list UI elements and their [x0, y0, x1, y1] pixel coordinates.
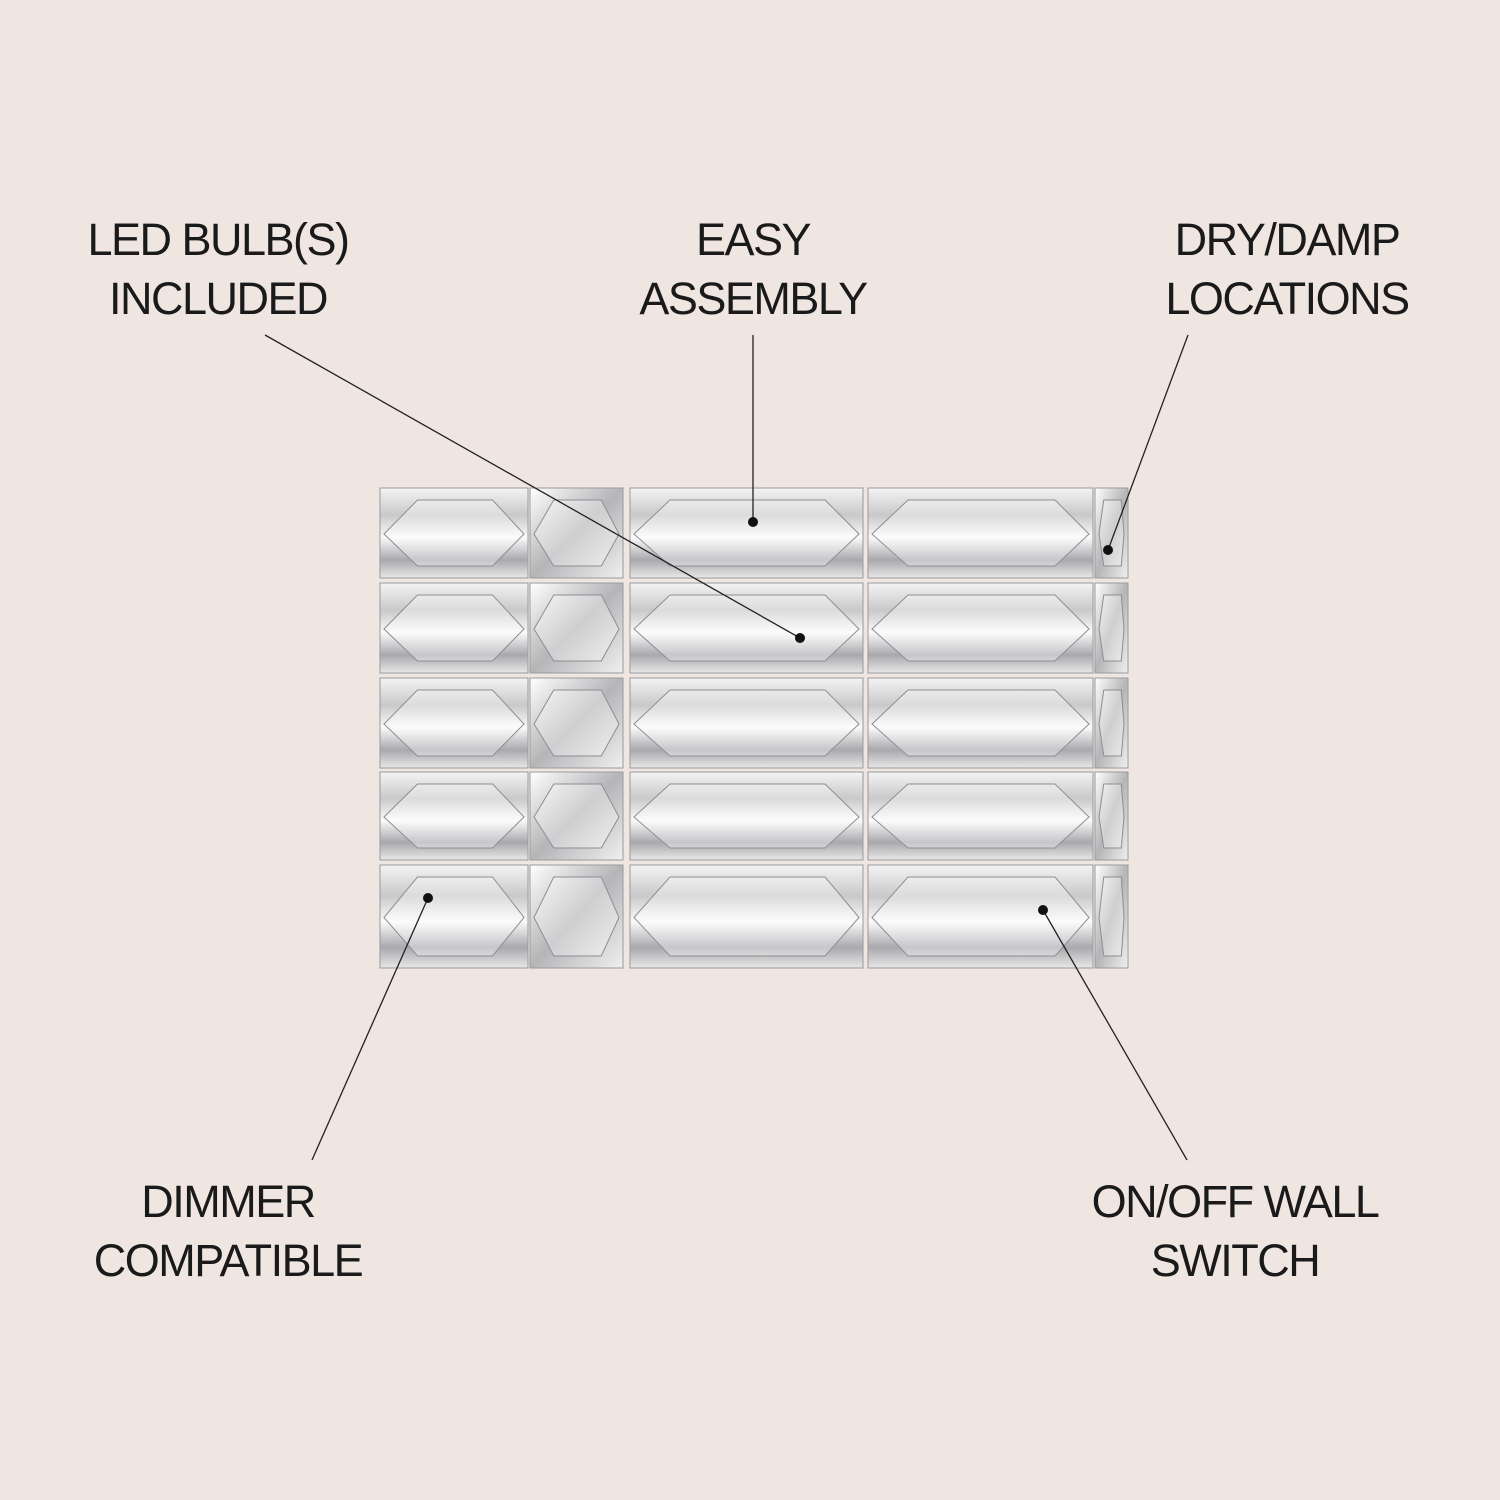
callout-line-led	[264, 334, 801, 639]
crystal-prism	[1094, 864, 1129, 969]
crystal-facet	[633, 499, 860, 567]
feature-wall-switch: ON/OFF WALL SWITCH	[1091, 1172, 1380, 1290]
feature-line: LED BULB(S)	[87, 214, 350, 265]
crystal-prism	[629, 864, 864, 969]
crystal-facet	[871, 783, 1090, 849]
crystal-facet	[1098, 499, 1125, 567]
crystal-sconce	[379, 487, 1129, 969]
callout-dot-switch	[1038, 905, 1048, 915]
feature-line: EASY	[695, 214, 812, 265]
crystal-facet	[1098, 594, 1125, 662]
crystal-prism	[529, 582, 624, 674]
crystal-prism	[379, 771, 529, 861]
crystal-prism	[1094, 487, 1129, 579]
crystal-facet	[871, 689, 1090, 757]
crystal-prism	[379, 677, 529, 769]
feature-line: COMPATIBLE	[93, 1235, 364, 1286]
crystal-facet	[533, 594, 620, 662]
feature-dry-damp: DRY/DAMP LOCATIONS	[1165, 210, 1410, 328]
callout-lines	[264, 334, 1189, 1161]
crystal-facet	[383, 594, 525, 662]
feature-easy-assembly: EASY ASSEMBLY	[639, 210, 868, 328]
crystal-prism	[529, 487, 624, 579]
crystal-prism	[629, 582, 864, 674]
crystal-prism	[529, 864, 624, 969]
feature-line: LOCATIONS	[1165, 273, 1410, 324]
callout-line-dimmer	[311, 897, 429, 1161]
crystal-facet	[633, 689, 860, 757]
crystal-facet	[383, 783, 525, 849]
crystal-facet	[871, 594, 1090, 662]
feature-dimmer: DIMMER COMPATIBLE	[93, 1172, 364, 1290]
crystal-facet	[533, 783, 620, 849]
callout-line-switch	[1042, 909, 1188, 1161]
callout-dot-led	[795, 633, 805, 643]
feature-line: DIMMER	[141, 1176, 316, 1227]
crystal-prism	[867, 864, 1094, 969]
crystal-facet	[383, 499, 525, 567]
feature-line: ASSEMBLY	[639, 273, 868, 324]
feature-line: INCLUDED	[108, 273, 329, 324]
crystal-facet	[1098, 876, 1125, 957]
crystal-facet	[533, 689, 620, 757]
crystal-facet	[633, 783, 860, 849]
crystal-prism	[1094, 771, 1129, 861]
feature-line: DRY/DAMP	[1174, 214, 1401, 265]
crystal-prism	[1094, 582, 1129, 674]
crystal-facet	[871, 499, 1090, 567]
feature-line: ON/OFF WALL	[1091, 1176, 1380, 1227]
crystal-prism	[1094, 677, 1129, 769]
crystal-prism	[629, 771, 864, 861]
callout-dot-assembly	[748, 517, 758, 527]
callout-dot-locations	[1103, 545, 1113, 555]
callout-line-locations	[1107, 334, 1189, 551]
crystal-facet	[633, 594, 860, 662]
crystal-prism	[379, 487, 529, 579]
crystal-facet	[1098, 689, 1125, 757]
crystal-facet	[383, 876, 525, 957]
crystal-prism	[529, 771, 624, 861]
crystal-facet	[533, 499, 620, 567]
crystal-facet	[533, 876, 620, 957]
crystal-facet	[383, 689, 525, 757]
callout-dot-dimmer	[423, 893, 433, 903]
crystal-prism	[379, 582, 529, 674]
feature-line: SWITCH	[1150, 1235, 1321, 1286]
crystal-facet	[871, 876, 1090, 957]
feature-led-bulbs: LED BULB(S) INCLUDED	[87, 210, 350, 328]
crystal-prism	[629, 677, 864, 769]
crystal-facet	[1098, 783, 1125, 849]
crystal-facet	[633, 876, 860, 957]
crystal-prism	[529, 677, 624, 769]
